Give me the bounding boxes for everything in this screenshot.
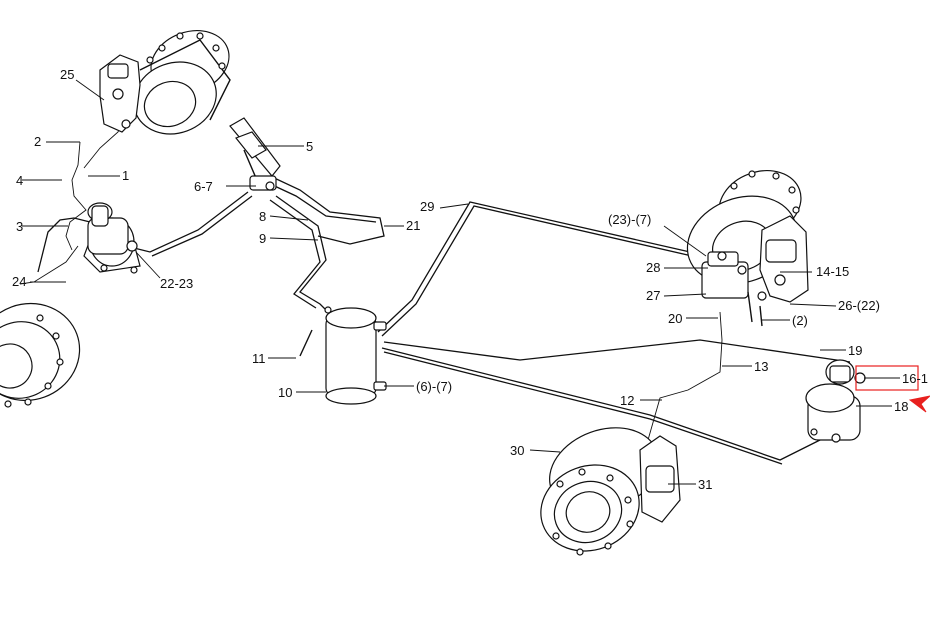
right-brake-chambers (805, 359, 866, 443)
label-2-secondary: (2) (792, 313, 808, 328)
label-23-7: (23)-(7) (608, 212, 651, 227)
label-27: 27 (646, 288, 660, 303)
label-6-7: 6-7 (194, 179, 213, 194)
label-25: 25 (60, 67, 74, 82)
red-arrow-icon (908, 395, 930, 413)
brake-pipes (19, 111, 851, 465)
rear-left-wheel-hub (0, 302, 81, 408)
label-11: 11 (252, 351, 266, 366)
label-12: 12 (620, 393, 634, 408)
bolt-holes-right (730, 170, 800, 214)
label-10: 10 (278, 385, 292, 400)
bolt-holes-bottom (552, 468, 634, 556)
label-18: 18 (894, 399, 908, 414)
label-2: 2 (34, 134, 41, 149)
label-16-1: 16-1 (902, 371, 928, 386)
label-6-7-secondary: (6)-(7) (416, 379, 452, 394)
label-4: 4 (16, 173, 23, 188)
label-14-15: 14-15 (816, 264, 849, 279)
label-1: 1 (122, 168, 129, 183)
bolt-holes (146, 32, 226, 70)
label-31: 31 (698, 477, 712, 492)
label-22-23: 22-23 (160, 276, 193, 291)
label-19: 19 (848, 343, 862, 358)
label-13: 13 (754, 359, 768, 374)
label-3: 3 (16, 219, 23, 234)
left-brake-chamber (83, 202, 141, 274)
front-left-wheel-hub (99, 30, 231, 135)
label-30: 30 (510, 443, 524, 458)
label-8: 8 (259, 209, 266, 224)
brake-pedal (229, 117, 281, 191)
label-21: 21 (406, 218, 420, 233)
label-26-22: 26-(22) (838, 298, 880, 313)
label-20: 20 (668, 311, 682, 326)
relay-valve (701, 251, 763, 327)
part-labels: 25 2 1 4 3 24 22-23 5 6-7 8 9 21 29 11 1… (12, 67, 928, 492)
leader-lines (22, 79, 900, 485)
bolt-holes-left (4, 314, 64, 408)
label-28: 28 (646, 260, 660, 275)
rear-right-wheel-hub (540, 427, 681, 556)
label-5: 5 (306, 139, 313, 154)
label-29: 29 (420, 199, 434, 214)
label-24: 24 (12, 274, 26, 289)
highlight-indicator (855, 365, 930, 413)
label-9: 9 (259, 231, 266, 246)
air-tank (299, 306, 387, 405)
